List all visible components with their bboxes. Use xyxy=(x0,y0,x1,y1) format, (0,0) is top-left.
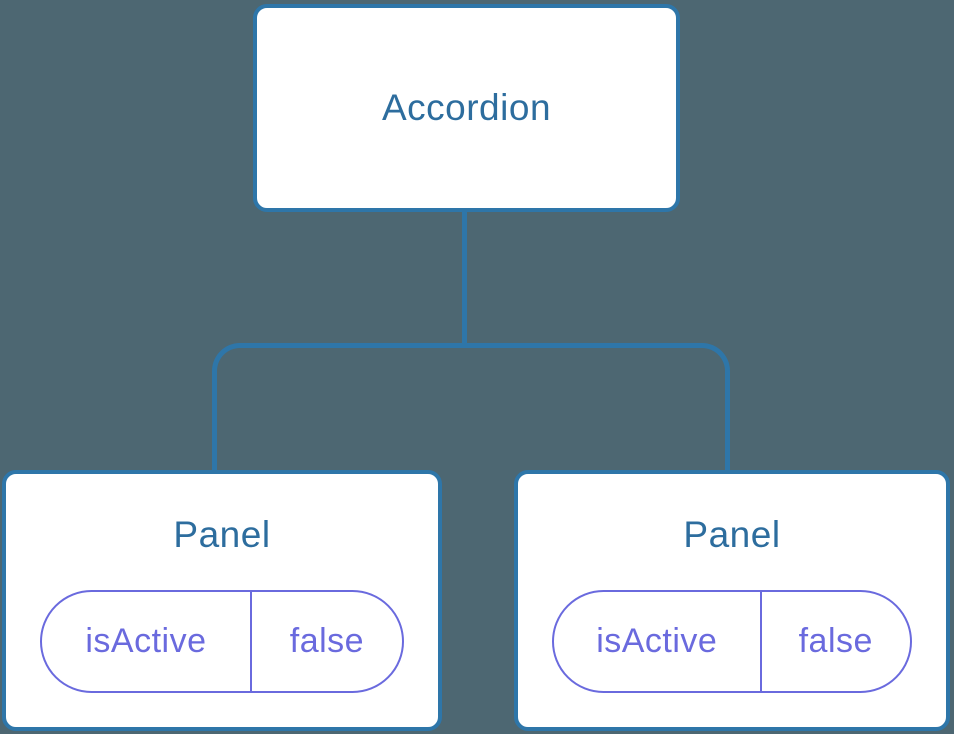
state-name: isActive xyxy=(554,592,762,691)
connector-stem-line xyxy=(462,211,467,347)
connector-bracket-line xyxy=(212,343,730,471)
panel-node-label: Panel xyxy=(173,514,271,555)
state-pill: isActive false xyxy=(40,590,404,693)
component-node-panel-left: Panel isActive false xyxy=(2,470,442,731)
state-name: isActive xyxy=(42,592,252,691)
component-node-accordion: Accordion xyxy=(253,4,680,212)
panel-node-label: Panel xyxy=(683,514,781,555)
component-node-panel-right: Panel isActive false xyxy=(514,470,950,731)
state-value: false xyxy=(289,622,365,660)
state-pill: isActive false xyxy=(552,590,912,693)
accordion-node-label: Accordion xyxy=(381,87,552,128)
state-value: false xyxy=(798,622,873,660)
